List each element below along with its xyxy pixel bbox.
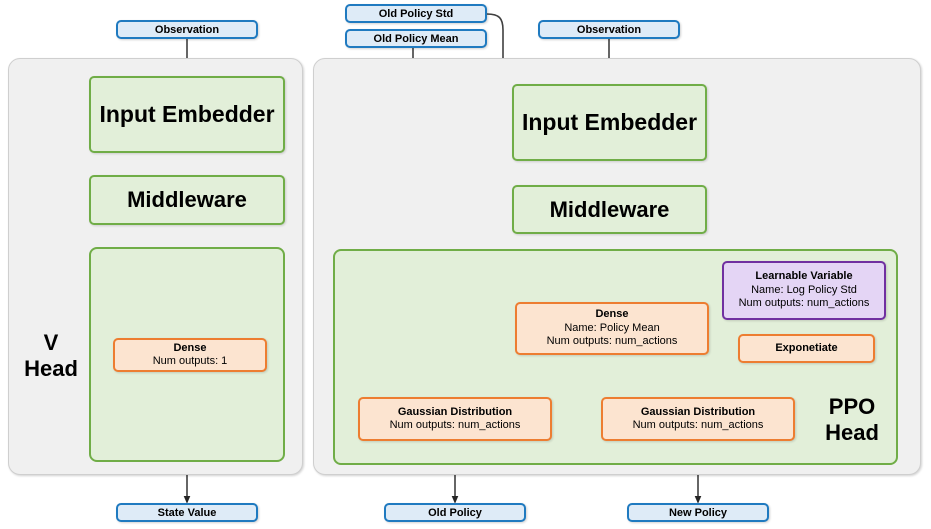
learnable-variable-num-outputs: Num outputs: num_actions: [738, 297, 870, 310]
input-observation-left[interactable]: Observation: [116, 20, 258, 39]
ppo-head-dense-policy-mean[interactable]: Dense Name: Policy Mean Num outputs: num…: [515, 302, 709, 355]
input-observation-right-label: Observation: [576, 23, 642, 36]
ppo-head-middleware-label: Middleware: [549, 196, 670, 222]
ppo-head-gaussian-distribution-new[interactable]: Gaussian Distribution Num outputs: num_a…: [601, 397, 795, 441]
ppo-head-label-line2: Head: [825, 420, 879, 445]
gaussian-new-title: Gaussian Distribution: [640, 405, 756, 418]
v-head-middleware[interactable]: Middleware: [89, 175, 285, 225]
v-head-input-embedder-label: Input Embedder: [99, 101, 275, 127]
v-head-dense[interactable]: Dense Num outputs: 1: [113, 338, 267, 372]
ppo-head-learnable-variable[interactable]: Learnable Variable Name: Log Policy Std …: [722, 261, 886, 320]
ppo-head-input-embedder[interactable]: Input Embedder: [512, 84, 707, 161]
ppo-head-dense-name: Name: Policy Mean: [564, 321, 660, 334]
output-state-value-label: State Value: [157, 506, 217, 519]
v-head-dense-num-outputs: Num outputs: 1: [152, 355, 228, 367]
ppo-head-dense-title: Dense: [595, 308, 629, 321]
input-old-policy-std[interactable]: Old Policy Std: [345, 4, 487, 23]
learnable-variable-title: Learnable Variable: [755, 270, 853, 283]
v-head-middleware-label: Middleware: [127, 187, 247, 212]
input-old-policy-mean-label: Old Policy Mean: [373, 32, 459, 45]
ppo-head-dense-num-outputs: Num outputs: num_actions: [546, 335, 678, 348]
input-old-policy-std-label: Old Policy Std: [378, 7, 454, 20]
v-head-dense-title: Dense: [173, 341, 207, 354]
input-observation-right[interactable]: Observation: [538, 20, 680, 39]
exponetiate-title: Exponetiate: [775, 341, 838, 354]
gaussian-old-title: Gaussian Distribution: [397, 405, 513, 418]
output-old-policy[interactable]: Old Policy: [384, 503, 526, 522]
gaussian-old-num-outputs: Num outputs: num_actions: [389, 419, 521, 431]
output-old-policy-label: Old Policy: [428, 506, 482, 519]
input-old-policy-mean[interactable]: Old Policy Mean: [345, 29, 487, 48]
ppo-head-label: PPO Head: [806, 389, 898, 451]
ppo-head-exponetiate[interactable]: Exponetiate: [738, 334, 875, 363]
ppo-head-input-embedder-label: Input Embedder: [521, 109, 698, 135]
v-head-label-line2: Head: [24, 356, 78, 381]
input-observation-left-label: Observation: [154, 23, 220, 36]
v-head-label: V Head: [16, 320, 86, 392]
output-state-value[interactable]: State Value: [116, 503, 258, 522]
learnable-variable-name: Name: Log Policy Std: [751, 283, 857, 296]
v-head-label-line1: V: [43, 330, 59, 356]
ppo-head-middleware[interactable]: Middleware: [512, 185, 707, 234]
output-new-policy[interactable]: New Policy: [627, 503, 769, 522]
output-new-policy-label: New Policy: [668, 506, 728, 519]
ppo-head-gaussian-distribution-old[interactable]: Gaussian Distribution Num outputs: num_a…: [358, 397, 552, 441]
v-head-input-embedder[interactable]: Input Embedder: [89, 76, 285, 153]
ppo-head-label-line1: PPO: [828, 394, 876, 420]
gaussian-new-num-outputs: Num outputs: num_actions: [632, 419, 764, 431]
